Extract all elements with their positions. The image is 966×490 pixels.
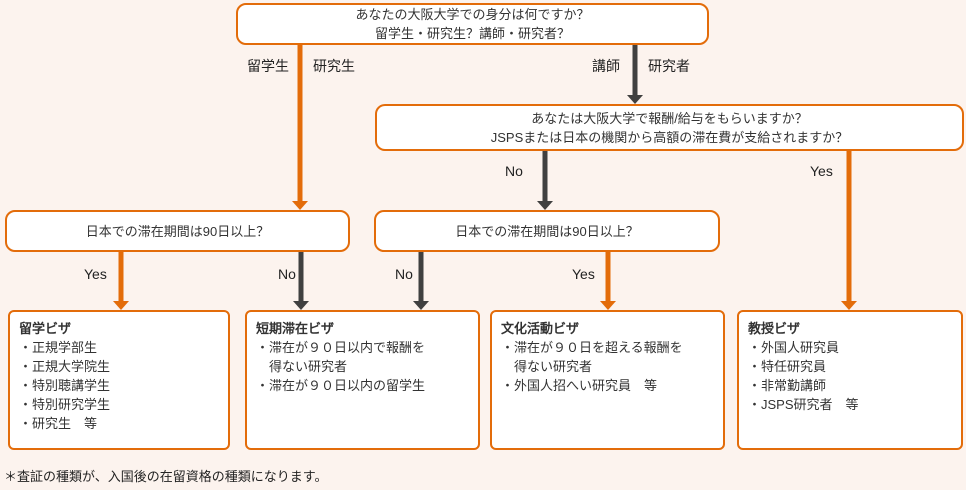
result-box-professor-visa: 教授ビザ ・外国人研究員 ・特任研究員 ・非常勤講師 ・JSPS研究者 等 [737,310,963,450]
question-status-line2: 留学生・研究生？講師・研究者？ [374,26,570,41]
arrow-student-to-duration [292,45,308,210]
result-item: ・滞在が９０日以内の留学生 [256,378,426,393]
arrow-shaft [297,45,303,202]
result-item: ・研究生 等 [19,416,98,431]
branch-label-duration-center-no: No [395,266,413,282]
arrow-q2-no-to-duration [537,151,553,210]
branch-label-lecturer: 講師 [592,58,620,74]
branch-label-research-student: 研究生 [313,58,355,74]
question-salary-line2: JSPSまたは日本の機関から高額の滞在費が支給されますか？ [490,129,849,145]
result-item: ・非常勤講師 [748,378,827,393]
branch-label-student: 留学生 [247,58,289,74]
result-item: ・滞在が９０日を超える報酬を [501,340,683,355]
result-item: ・JSPS研究者 等 [748,397,859,412]
arrow-lecturer-to-salary-question [627,45,643,104]
arrow-head [537,201,553,210]
arrow-shaft [418,252,424,302]
arrow-center-yes-to-cultural-visa [600,252,616,310]
arrow-shaft [605,252,611,302]
question-box-duration-left: 日本での滞在期間は90日以上？ [5,210,350,252]
result-box-cultural-activities-visa: 文化活動ビザ ・滞在が９０日を超える報酬を 得ない研究者 ・外国人招へい研究員 … [490,310,725,450]
question-status-line1: あなたの大阪大学での身分は何ですか？ [355,7,590,22]
arrow-shaft [632,45,638,96]
arrow-shaft [542,151,548,202]
question-duration-left-text: 日本での滞在期間は90日以上？ [85,223,270,239]
branch-label-duration-left-yes: Yes [84,266,107,282]
result-title-short-stay-visa: 短期滞在ビザ [256,321,335,336]
arrow-left-yes-to-student-visa [113,252,129,310]
result-item: ・正規大学院生 [19,359,111,374]
arrow-shaft [298,252,304,302]
result-title-cultural-activities-visa: 文化活動ビザ [501,321,580,336]
result-item: ・特別聴講学生 [19,378,111,393]
arrow-center-no-to-short-stay-visa [413,252,429,310]
result-item: ・正規学部生 [19,340,98,355]
branch-label-q2-yes: Yes [810,163,833,179]
arrow-shaft [846,151,852,302]
result-item: ・外国人招へい研究員 等 [501,378,658,393]
arrow-head [600,301,616,310]
arrow-q2-yes-to-professor-visa [841,151,857,310]
result-item: ・滞在が９０日以内で報酬を [256,340,426,355]
question-box-status: あなたの大阪大学での身分は何ですか？ 留学生・研究生？講師・研究者？ [236,3,709,45]
result-item: ・特別研究学生 [19,397,111,412]
result-item: ・外国人研究員 [748,340,840,355]
branch-label-duration-center-yes: Yes [572,266,595,282]
question-box-duration-center: 日本での滞在期間は90日以上？ [374,210,720,252]
arrow-head [413,301,429,310]
arrow-head [292,201,308,210]
result-box-student-visa: 留学ビザ ・正規学部生 ・正規大学院生 ・特別聴講学生 ・特別研究学生 ・研究生… [8,310,230,450]
question-duration-center-text: 日本での滞在期間は90日以上？ [455,223,639,239]
question-box-salary: あなたは大阪大学で報酬/給与をもらいますか？ JSPSまたは日本の機関から高額の… [375,104,964,151]
branch-label-researcher: 研究者 [648,58,690,74]
result-box-short-stay-visa: 短期滞在ビザ ・滞在が９０日以内で報酬を 得ない研究者 ・滞在が９０日以内の留学… [245,310,480,450]
arrow-head [841,301,857,310]
result-item: 得ない研究者 [256,359,348,374]
question-salary-line1: あなたは大阪大学で報酬/給与をもらいますか？ [531,110,808,126]
footnote-visa-type-note: ＊査証の種類が、入国後の在留資格の種類になります。 [4,469,328,484]
arrow-left-no-to-short-stay-visa [293,252,309,310]
branch-label-q2-no: No [505,163,523,179]
arrow-shaft [118,252,124,302]
result-item: ・特任研究員 [748,359,827,374]
branch-label-duration-left-no: No [278,266,296,282]
result-item: 得ない研究者 [501,359,593,374]
result-title-student-visa: 留学ビザ [19,321,72,336]
arrow-head [113,301,129,310]
arrow-head [293,301,309,310]
arrow-head [627,95,643,104]
result-title-professor-visa: 教授ビザ [748,321,801,336]
